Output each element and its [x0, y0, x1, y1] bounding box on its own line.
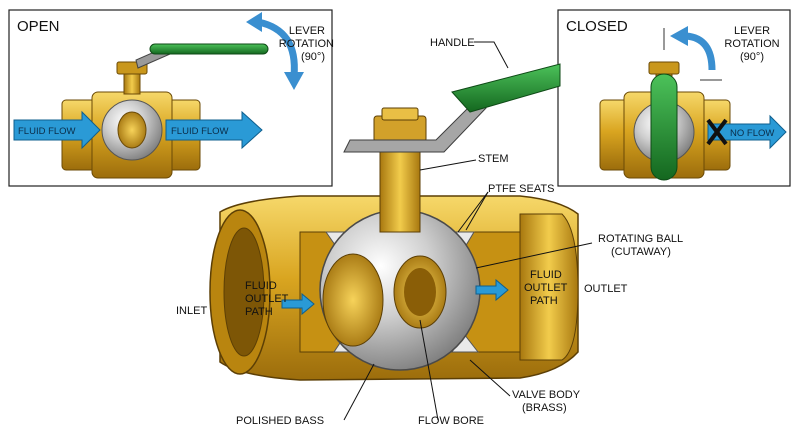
label-rotating-ball-line1: ROTATING BALL — [598, 233, 683, 245]
handle-grip — [451, 63, 561, 113]
label-valve-body-line1: VALVE BODY — [512, 389, 581, 401]
label-ptfe-seats: PTFE SEATS — [488, 183, 554, 195]
inset-closed-title: CLOSED — [566, 18, 628, 35]
open-rotation-arrow-icon — [257, 18, 298, 77]
label-polished-bass: POLISHED BASS — [236, 415, 324, 427]
outlet-end — [519, 213, 579, 361]
closed-rotation-arrowhead-icon — [670, 26, 688, 46]
leader-lines — [343, 41, 593, 421]
open-flow-in-label: FLUID FLOW — [18, 126, 76, 137]
label-stem: STEM — [478, 153, 509, 165]
inset-open: OPEN FLUID FLOW FLUID FLOW LEVER ROTATI — [8, 9, 334, 187]
main-valve — [209, 63, 579, 381]
label-fluid-outlet-right-line1: FLUID — [530, 269, 562, 281]
label-fluid-outlet-left-line2: OUTLET — [245, 293, 289, 305]
open-ball-bore — [117, 111, 147, 149]
label-fluid-outlet-left-line1: FLUID — [245, 280, 277, 292]
flow-bore-inner — [404, 268, 436, 316]
inset-closed: CLOSED NO FLOW LEVER ROTATION (90°) — [557, 9, 791, 187]
label-handle: HANDLE — [430, 37, 475, 49]
label-outlet: OUTLET — [584, 283, 628, 295]
stem — [379, 139, 421, 233]
open-lever-rotation-line3: (90°) — [301, 51, 325, 63]
label-fluid-outlet-left-line3: PATH — [245, 306, 273, 318]
closed-valve-body — [599, 61, 731, 181]
open-rotation-arrowhead-icon — [284, 72, 304, 90]
label-valve-body-line2: (BRASS) — [522, 402, 567, 414]
label-inlet: INLET — [176, 305, 207, 317]
main-flow-in-arrow-icon — [281, 292, 315, 316]
open-lever-rotation-line1: LEVER — [289, 25, 325, 37]
open-flow-out-label: FLUID FLOW — [171, 126, 229, 137]
closed-no-flow-label: NO FLOW — [730, 128, 774, 139]
main-flow-out-arrow-icon — [475, 278, 509, 302]
closed-lever-rotation-line3: (90°) — [740, 51, 764, 63]
closed-lever-rotation-line1: LEVER — [734, 25, 770, 37]
closed-handle-grip — [650, 73, 678, 181]
ball-bore-left — [322, 253, 384, 347]
closed-no-flow-arrow: NO FLOW — [707, 114, 787, 150]
open-handle-grip — [149, 43, 269, 55]
closed-lever-rotation-line2: ROTATION — [724, 38, 779, 50]
open-flow-out-arrow: FLUID FLOW — [165, 110, 263, 150]
label-rotating-ball-line2: (CUTAWAY) — [611, 246, 671, 258]
open-rotation-arrowtail-icon — [246, 12, 262, 32]
inset-open-title: OPEN — [17, 18, 60, 35]
closed-rotation-arrow-icon — [685, 32, 716, 71]
label-flow-bore: FLOW BORE — [418, 415, 484, 427]
label-fluid-outlet-right-line2: OUTLET — [524, 282, 568, 294]
open-flow-in-arrow: FLUID FLOW — [13, 110, 101, 150]
label-fluid-outlet-right-line3: PATH — [530, 295, 558, 307]
closed-x-mark-icon — [706, 118, 728, 146]
open-lever-rotation-line2: ROTATION — [279, 38, 334, 50]
inlet-opening — [223, 227, 265, 357]
stem-nut-top — [381, 107, 419, 121]
